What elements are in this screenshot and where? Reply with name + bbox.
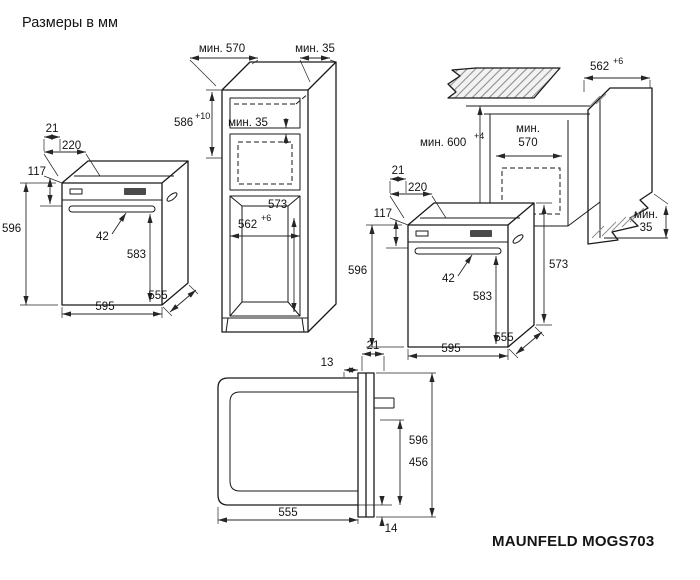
dim-label-niche-height-tol: +10 [195,111,210,121]
oven-body [61,160,189,306]
oven-display [124,188,146,195]
dim-label-depth: 555 [278,507,297,519]
dim-line [515,331,543,355]
oven-handle [68,205,156,213]
dim-label-panel-offset: 21 [392,165,405,177]
dim-label-side-height: 573 [549,259,568,271]
extension-lines [583,80,669,205]
oven-handle [414,247,502,255]
section-handle [374,397,395,409]
dim-label-depth-min-2: 570 [518,137,537,149]
section-cavity-profile [229,391,358,492]
dim-label-top-height: 117 [28,166,46,178]
dim-label-height: 596 [348,265,367,277]
leader-line [457,254,473,277]
dim-line [169,289,197,313]
worktop-section [447,67,561,99]
section-view: 21 13 596 456 555 14 [217,340,436,535]
niche-hidden-lines [501,167,561,215]
oven-body [407,202,535,348]
dim-label-panel-offset: 21 [46,123,59,135]
oven-handle-side [166,192,178,202]
dim-label-niche-height: мин. 600 [420,137,466,149]
oven-panel-lines [62,175,174,201]
torn-edge-hatch [589,93,645,239]
right-cabinet: 562 +6 мин. 600 +4 мин. 570 мин. 35 [420,56,669,245]
dim-label-inner-depth-tol: +6 [261,213,271,223]
leader-line [111,212,127,235]
dim-label-bottom-gap: 14 [385,523,398,535]
dim-label-inner-height: 573 [268,199,287,211]
oven-controls [69,188,83,195]
dim-label-depth: 555 [148,290,167,302]
dim-label-inner-depth-tol: +6 [613,56,623,66]
dim-label-panel-depth: 220 [408,182,427,194]
cabinet-body [221,61,337,333]
dim-label-inner-height: 456 [409,457,428,469]
extension-lines [366,181,552,360]
dim-label-width: 595 [441,343,460,355]
dim-label-handle: 42 [442,273,455,285]
page-title: Размеры в мм [22,15,118,31]
dim-label-panel-depth: 220 [62,140,81,152]
oven-controls [415,230,429,237]
dim-label-handle: 42 [96,231,109,243]
dim-label-door-offset: 21 [367,340,380,352]
dim-label-height: 596 [409,435,428,447]
right-oven: 21 220 117 596 42 583 595 555 573 [348,165,568,360]
extension-lines [189,59,337,159]
dim-label-inner-depth: 562 [238,219,257,231]
dim-label-top-height: 117 [374,208,392,220]
dim-label-top-gap: 13 [321,357,334,369]
model-label: MAUNFELD MOGS703 [492,533,654,550]
dim-label-vent-gap: мин. 35 [228,117,268,129]
dim-label-depth: 555 [494,332,513,344]
left-oven: 21 220 117 596 42 583 595 555 [2,123,199,318]
extension-lines [217,356,436,524]
section-outer-profile [217,377,359,506]
oven-panel-lines [408,217,520,243]
dim-label-body-height: 583 [127,249,146,261]
dim-label-back-gap: мин. 35 [295,43,335,55]
dim-label-side-gap-1: мин. [634,209,658,221]
dim-label-height: 596 [2,223,21,235]
dim-label-width: 595 [95,301,114,313]
section-door [357,372,375,518]
dim-label-niche-height-tol: +4 [474,131,484,141]
dim-label-niche-height: 586 [174,117,193,129]
dim-label-cabinet-depth: мин. 570 [199,43,245,55]
cabinet-hidden-lines [234,93,309,185]
dim-label-body-height: 583 [473,291,492,303]
dim-label-depth-min-1: мин. [516,123,540,135]
oven-display [470,230,492,237]
oven-handle-side [512,234,524,244]
left-cabinet: мин. 570 мин. 35 586 +10 мин. 35 562 +6 … [174,43,337,333]
cabinet-details [222,97,308,333]
dim-label-side-gap-2: 35 [640,222,653,234]
dim-label-inner-depth: 562 [590,61,609,73]
